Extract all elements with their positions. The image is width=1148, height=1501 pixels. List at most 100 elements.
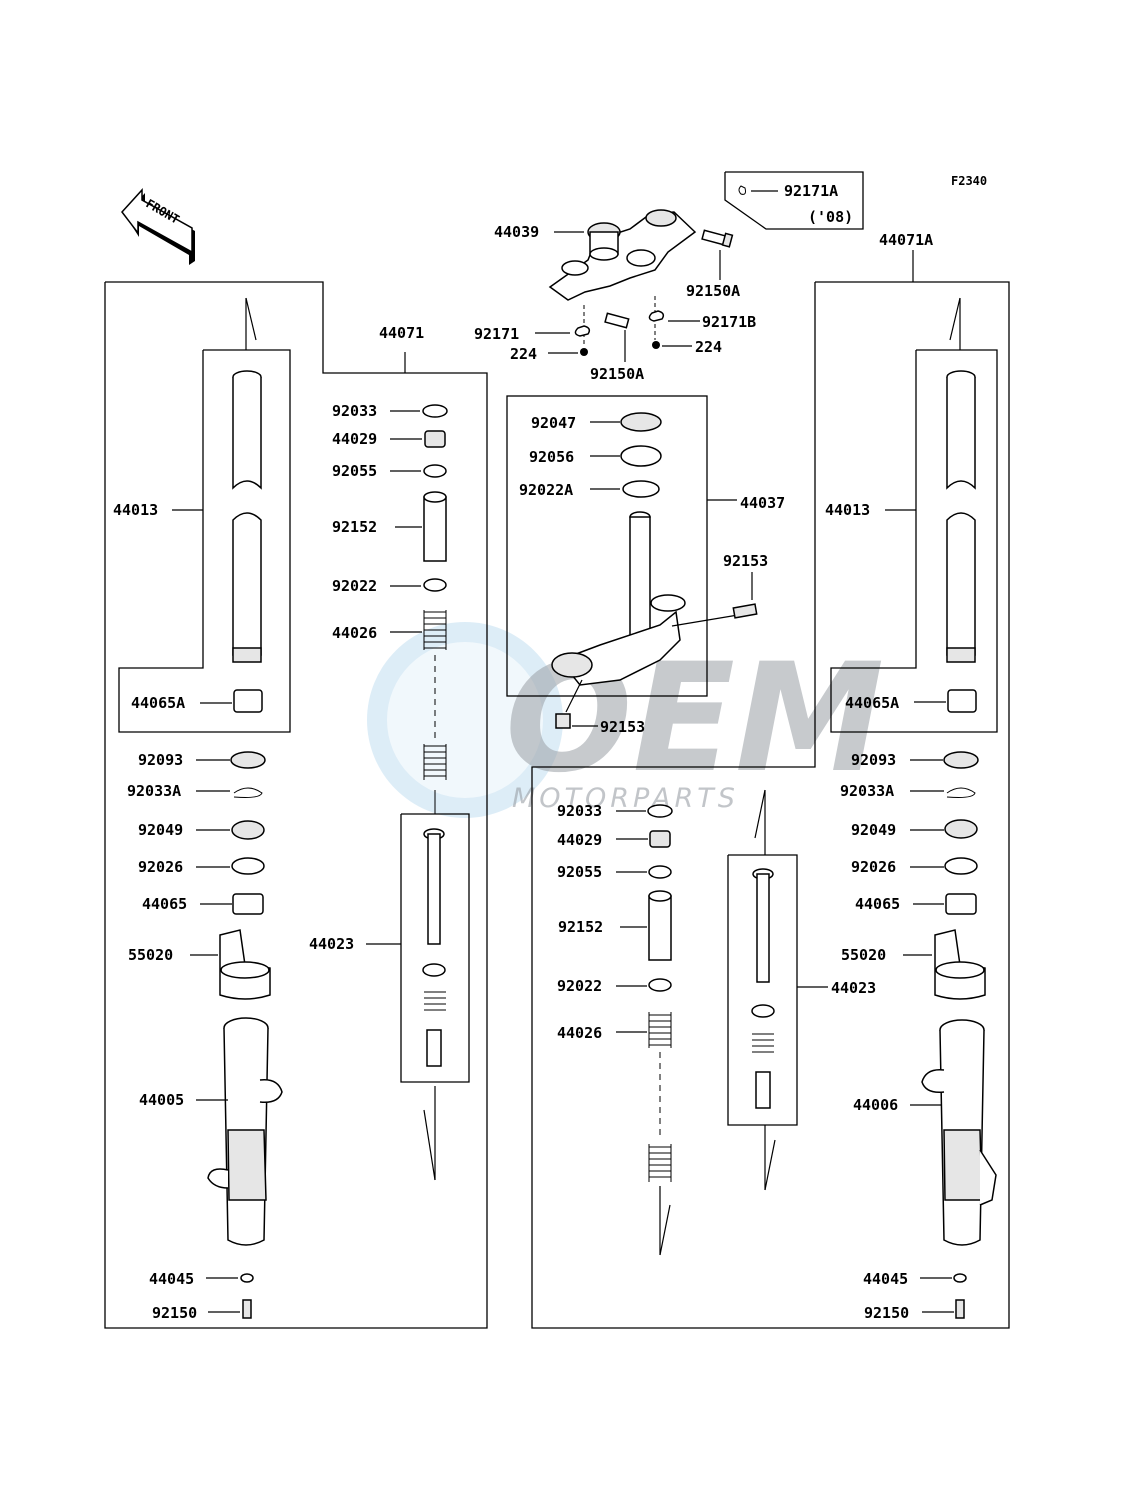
label-C-92047: 92047 — [531, 414, 576, 432]
right-fork-outline — [531, 281, 1010, 1329]
left-washer-44045 — [240, 1273, 254, 1283]
label-RM-92022: 92022 — [557, 977, 602, 995]
right-bushing-44065A — [947, 689, 977, 713]
label-92171: 92171 — [474, 325, 519, 343]
label-L-92093: 92093 — [138, 751, 183, 769]
label-C-44037: 44037 — [740, 494, 785, 512]
label-M-92022: 92022 — [332, 577, 377, 595]
left-clip-92033A — [233, 787, 263, 798]
c-washer-92022A — [622, 480, 660, 498]
variant-note: ('08) — [808, 208, 853, 226]
label-L-44045: 44045 — [149, 1270, 194, 1288]
ml-cap-44029 — [424, 430, 446, 448]
c-steering-stem — [551, 511, 686, 686]
label-M-44029: 44029 — [332, 430, 377, 448]
left-bushing-44065 — [232, 893, 264, 915]
rm-washer-92022 — [648, 978, 672, 992]
right-bolt-92150 — [955, 1299, 965, 1319]
label-R-92150: 92150 — [864, 1304, 909, 1322]
label-L-44005: 44005 — [139, 1091, 184, 1109]
label-R-55020: 55020 — [841, 946, 886, 964]
watermark-sub: MOTORPARTS — [512, 783, 739, 814]
rm-spring-44026 — [648, 1012, 672, 1182]
label-92171B: 92171B — [702, 313, 756, 331]
label-92150A-top: 92150A — [686, 282, 740, 300]
ml-cylinder-44023 — [422, 828, 446, 1067]
ml-spring-44026 — [423, 610, 447, 780]
label-RM-92152: 92152 — [558, 918, 603, 936]
left-oil-seal-92049 — [231, 820, 265, 840]
right-clip-92033A — [946, 787, 976, 798]
left-seal-92093 — [230, 751, 266, 769]
left-washer-92026 — [231, 857, 265, 875]
bolt-92150A-bottom — [604, 312, 630, 329]
bolt-92150A-top — [701, 229, 734, 248]
rm-oring-92055 — [648, 865, 672, 879]
variant-note-box: 92171A ('08) — [724, 171, 864, 230]
label-L-92033A: 92033A — [127, 782, 181, 800]
upper-triple-clamp — [548, 209, 697, 301]
left-outer-tube-44005 — [207, 1017, 283, 1246]
ml-oring-92055 — [423, 464, 447, 478]
watermark: OEM MOTORPARTS — [367, 622, 884, 818]
label-92150A-bottom: 92150A — [590, 365, 644, 383]
label-C-92022A: 92022A — [519, 481, 573, 499]
c-bolt-92153-top — [732, 603, 758, 619]
left-fork-outline — [104, 281, 488, 1329]
right-inner-tube — [946, 370, 976, 663]
label-M-44023: 44023 — [309, 935, 354, 953]
label-C-92153-top: 92153 — [723, 552, 768, 570]
label-224-left: 224 — [510, 345, 537, 363]
right-outer-tube-44006 — [921, 1019, 997, 1246]
label-44071A: 44071A — [879, 231, 933, 249]
label-L-92150: 92150 — [152, 1304, 197, 1322]
right-seal-92093 — [943, 751, 979, 769]
rm-cylinder-44023 — [751, 868, 775, 1109]
label-C-92056: 92056 — [529, 448, 574, 466]
label-RM-44023: 44023 — [831, 979, 876, 997]
stem-box — [506, 395, 708, 697]
label-M-92055: 92055 — [332, 462, 377, 480]
label-L-92026: 92026 — [138, 858, 183, 876]
label-R-44013: 44013 — [825, 501, 870, 519]
label-R-92033A: 92033A — [840, 782, 894, 800]
label-92171A: 92171A — [784, 182, 838, 200]
label-L-44013: 44013 — [113, 501, 158, 519]
label-RM-44026: 44026 — [557, 1024, 602, 1042]
label-RM-44029: 44029 — [557, 831, 602, 849]
label-L-44065A: 44065A — [131, 694, 185, 712]
left-bolt-92150 — [242, 1299, 252, 1319]
rm-collar-92152 — [648, 895, 672, 961]
left-inner-tube — [232, 370, 262, 663]
label-M-92033: 92033 — [332, 402, 377, 420]
right-washer-44045 — [953, 1273, 967, 1283]
right-washer-92026 — [944, 857, 978, 875]
label-L-55020: 55020 — [128, 946, 173, 964]
label-M-44026: 44026 — [332, 624, 377, 642]
ml-oring-92033 — [422, 404, 448, 418]
label-R-92049: 92049 — [851, 821, 896, 839]
ml-washer-92022 — [423, 578, 447, 592]
right-bushing-44065 — [945, 893, 977, 915]
ml-collar-92152 — [423, 496, 447, 562]
label-R-44006: 44006 — [853, 1096, 898, 1114]
label-R-44065: 44065 — [855, 895, 900, 913]
c-nut-92047 — [620, 412, 662, 432]
c-washer-92056 — [620, 445, 662, 467]
label-44039: 44039 — [494, 223, 539, 241]
label-RM-92033: 92033 — [557, 802, 602, 820]
right-oil-seal-92049 — [944, 819, 978, 839]
left-bushing-44065A — [233, 689, 263, 713]
label-L-92049: 92049 — [138, 821, 183, 839]
label-R-44065A: 44065A — [845, 694, 899, 712]
label-RM-92055: 92055 — [557, 863, 602, 881]
rm-cap-44029 — [649, 830, 671, 848]
rm-oring-92033 — [647, 804, 673, 818]
c-bolt-92153-bottom — [555, 713, 571, 729]
label-44071: 44071 — [379, 324, 424, 342]
label-224-right: 224 — [695, 338, 722, 356]
label-R-44045: 44045 — [863, 1270, 908, 1288]
left-guard-55020 — [219, 929, 271, 1000]
label-C-92153-bottom: 92153 — [600, 718, 645, 736]
